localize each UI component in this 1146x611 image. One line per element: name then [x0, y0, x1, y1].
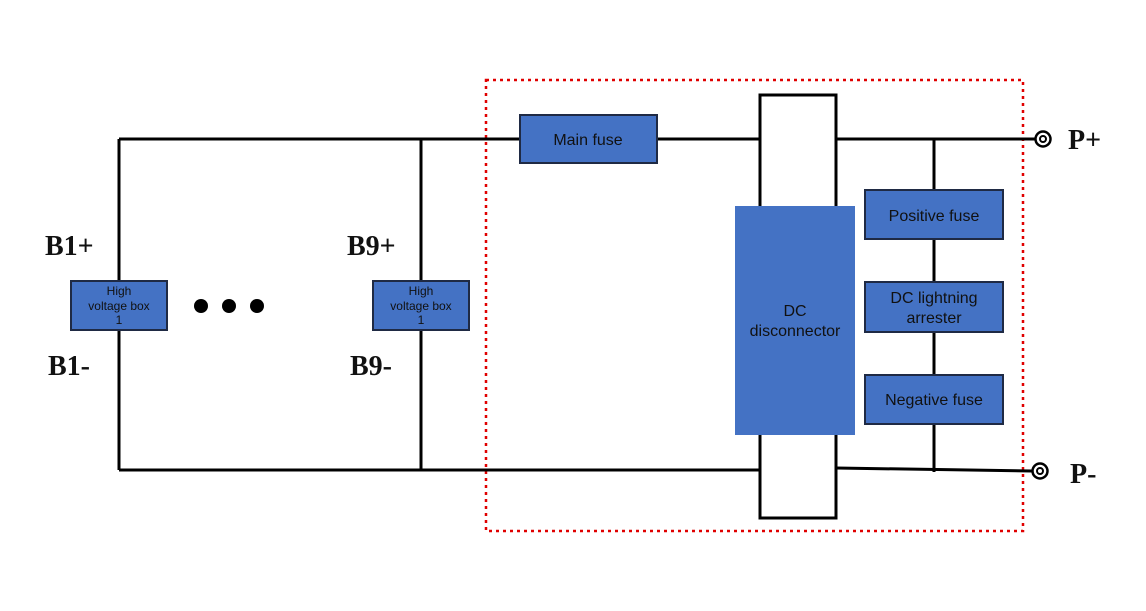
- dc-disconnector-line-1: DC: [783, 303, 806, 320]
- terminal-ring-icon: [1034, 130, 1052, 148]
- label-b9-minus: B9-: [350, 351, 392, 382]
- label-b9-plus: B9+: [347, 231, 396, 262]
- dc-disconnector: DC disconnector: [735, 206, 855, 435]
- three-dot-ellipsis-icon: [194, 299, 264, 313]
- label-b1-minus: B1-: [48, 351, 90, 382]
- hv-box-9-line-3: 1: [418, 313, 425, 327]
- hv-box-1-line-2: voltage box: [88, 299, 149, 313]
- negative-fuse: Negative fuse: [864, 374, 1004, 425]
- hv-box-1-line-1: High: [107, 284, 132, 298]
- high-voltage-box-1: High voltage box 1: [70, 280, 168, 331]
- dc-lightning-arrester: DC lightning arrester: [864, 281, 1004, 333]
- dc-disconnector-line-2: disconnector: [750, 323, 841, 340]
- main-fuse-label: Main fuse: [553, 132, 622, 149]
- positive-fuse: Positive fuse: [864, 189, 1004, 240]
- high-voltage-box-9: High voltage box 1: [372, 280, 470, 331]
- dc-lightning-arrester-line-1: DC lightning: [890, 290, 977, 307]
- label-b1-plus: B1+: [45, 231, 94, 262]
- negative-fuse-label: Negative fuse: [885, 392, 983, 409]
- main-fuse: Main fuse: [519, 114, 658, 164]
- terminal-ring-icon: [1031, 462, 1049, 480]
- label-p-minus: P-: [1070, 459, 1096, 490]
- positive-fuse-label: Positive fuse: [889, 208, 980, 225]
- label-p-plus: P+: [1068, 125, 1101, 156]
- dc-lightning-arrester-line-2: arrester: [906, 310, 962, 327]
- hv-box-1-line-3: 1: [116, 313, 123, 327]
- protection-enclosure-boundary: [484, 78, 1025, 533]
- hv-box-9-line-2: voltage box: [390, 299, 451, 313]
- hv-box-9-line-1: High: [409, 284, 434, 298]
